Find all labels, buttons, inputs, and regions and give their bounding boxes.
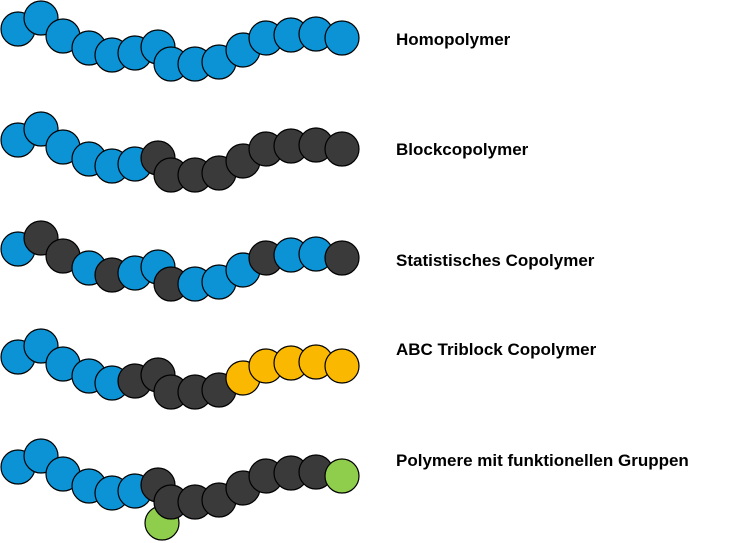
label-functional-groups: Polymere mit funktionellen Gruppen <box>396 451 689 470</box>
monomer-bead-orange <box>324 348 360 384</box>
monomer-bead-dark <box>324 131 360 167</box>
label-statistical-copolymer: Statistisches Copolymer <box>396 251 595 270</box>
monomer-bead-green <box>324 458 360 494</box>
label-abc-triblock-copolymer: ABC Triblock Copolymer <box>396 340 597 359</box>
label-blockcopolymer: Blockcopolymer <box>396 140 529 159</box>
monomer-bead-blue <box>324 20 360 56</box>
monomer-bead-dark <box>324 240 360 276</box>
label-homopolymer: Homopolymer <box>396 30 511 49</box>
